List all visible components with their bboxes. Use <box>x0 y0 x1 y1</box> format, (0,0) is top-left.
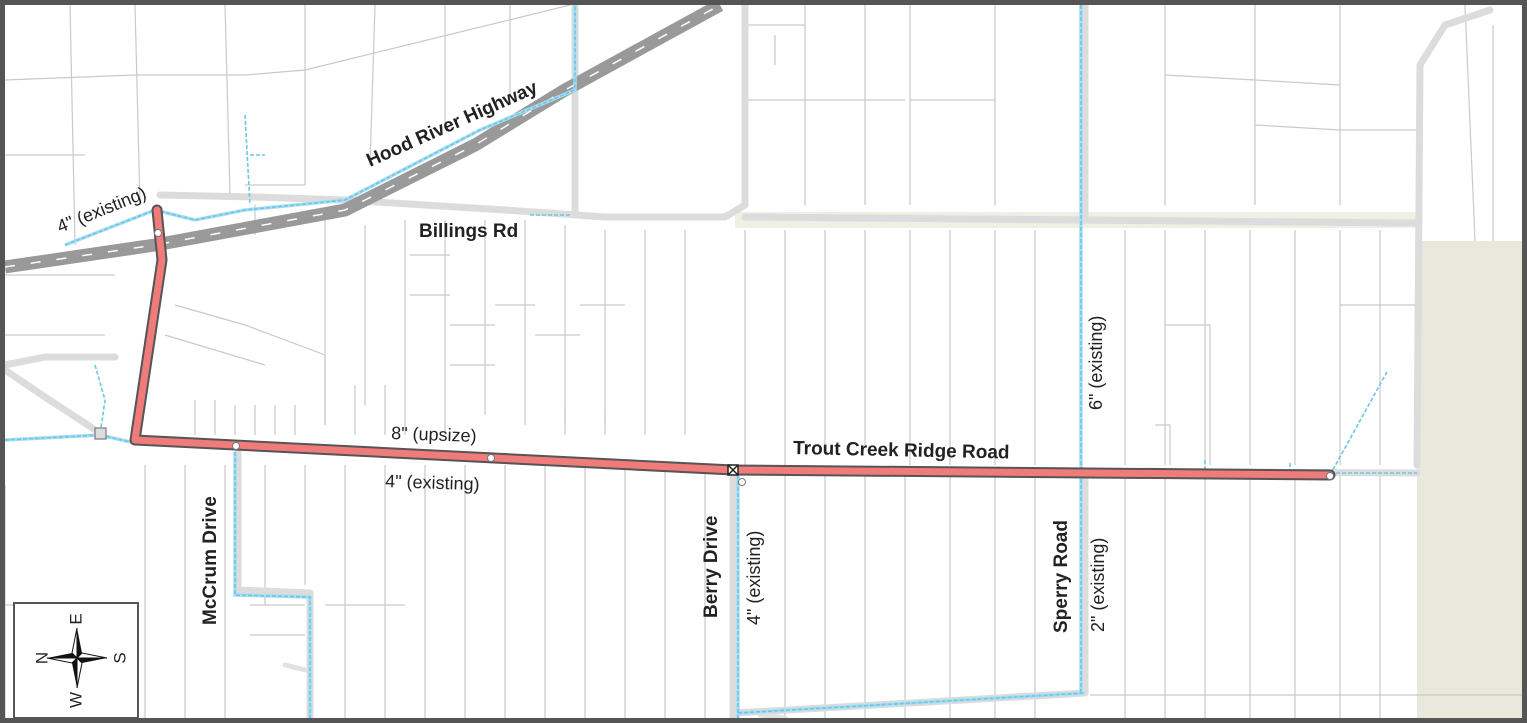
billings-rd-label: Billings Rd <box>419 221 518 242</box>
existing-water-pipes <box>5 5 1417 718</box>
map-canvas[interactable]: Hood River Highway Billings Rd Trout Cre… <box>5 5 1522 718</box>
pipe-label-4in-existing-trout: 4" (existing) <box>385 471 480 494</box>
pipe-node <box>487 454 495 462</box>
compass-w-label: W <box>66 692 85 708</box>
pipe-label-2in-existing: 2" (existing) <box>1088 538 1108 632</box>
valve-icon <box>727 464 739 476</box>
pipe-label-4in-existing-west: 4" (existing) <box>54 183 149 237</box>
proposed-pipe <box>94 204 1336 486</box>
compass-e-label: E <box>66 613 85 624</box>
pipe-node <box>154 229 162 237</box>
pipe-label-6in-existing: 6" (existing) <box>1086 316 1106 410</box>
pipe-node <box>232 442 240 450</box>
sperry-road-label: Sperry Road <box>1051 520 1072 633</box>
pipe-label-8in-upsize: 8" (upsize) <box>391 423 477 446</box>
pipe-node <box>1326 472 1334 480</box>
berry-drive-label: Berry Drive <box>701 516 722 618</box>
pipe-node <box>738 478 746 486</box>
mccrum-drive-label: McCrum Drive <box>200 496 221 625</box>
hood-river-highway <box>5 5 724 274</box>
compass-n-label: N <box>32 652 51 664</box>
compass-s-label: S <box>110 652 129 663</box>
junction-box-icon <box>94 427 107 440</box>
pipe-label-4in-existing-berry: 4" (existing) <box>744 531 764 625</box>
compass-rose-icon: N E S W <box>32 613 129 708</box>
open-area <box>1417 241 1522 718</box>
trout-creek-ridge-road-label: Trout Creek Ridge Road <box>793 438 1010 464</box>
compass-rose: N E S W <box>13 602 139 718</box>
